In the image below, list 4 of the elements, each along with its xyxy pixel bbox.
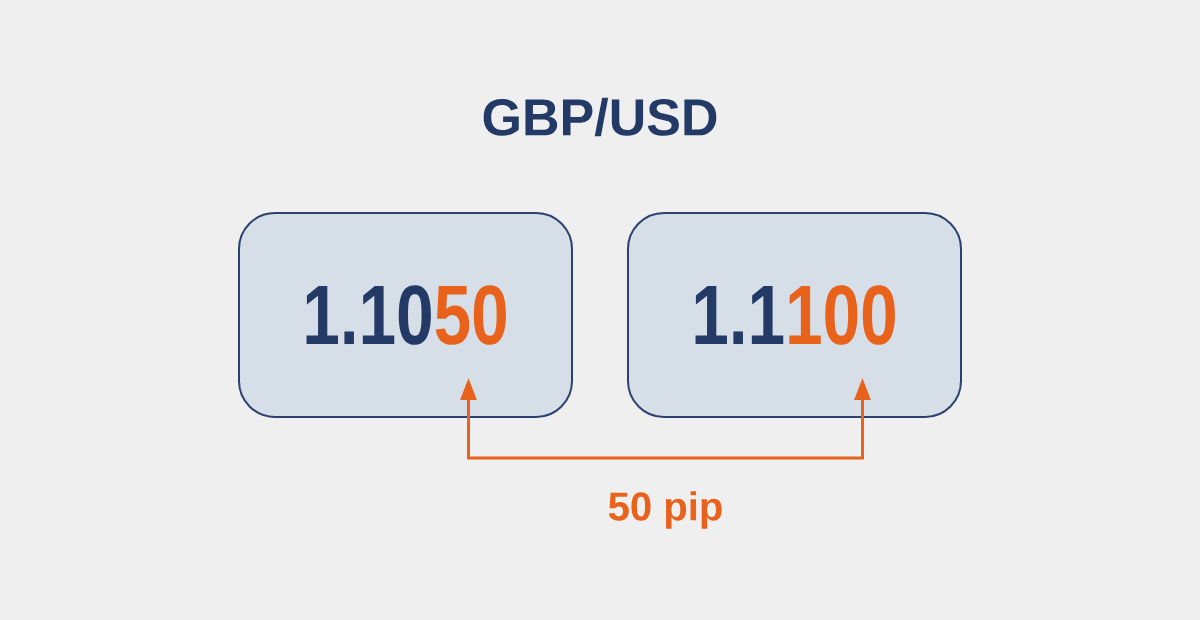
edge-label: 50 pip: [604, 488, 727, 532]
rounded-box: 1.1050: [238, 212, 573, 418]
title: GBP/USD: [483, 97, 717, 137]
rounded-box: 1.1100: [627, 212, 962, 418]
